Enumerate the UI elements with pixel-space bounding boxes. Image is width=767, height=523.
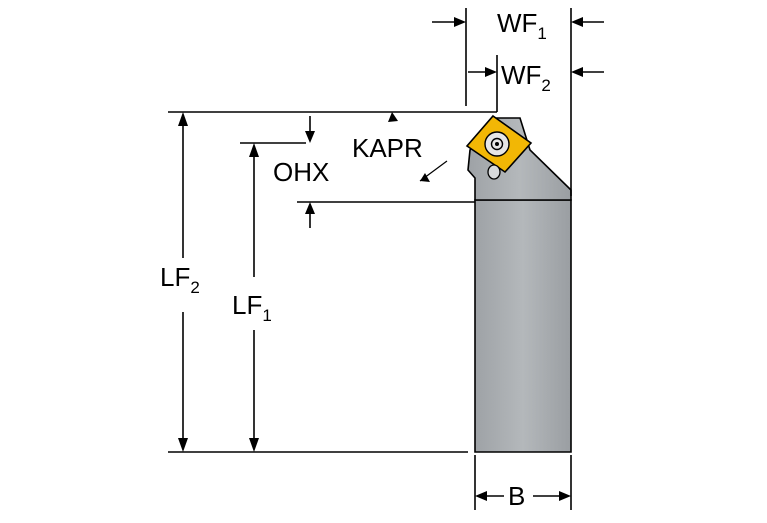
ohx-label: OHX (273, 157, 329, 187)
wf1-label: WF1 (497, 8, 547, 43)
lf2-label: LF2 (160, 262, 200, 297)
lf1-label: LF1 (232, 290, 272, 325)
b-label: B (508, 481, 525, 511)
kapr-label: KAPR (352, 133, 423, 163)
shank-body (474, 199, 572, 453)
clamp-pin (487, 164, 501, 180)
wf2-label: WF2 (501, 60, 551, 95)
